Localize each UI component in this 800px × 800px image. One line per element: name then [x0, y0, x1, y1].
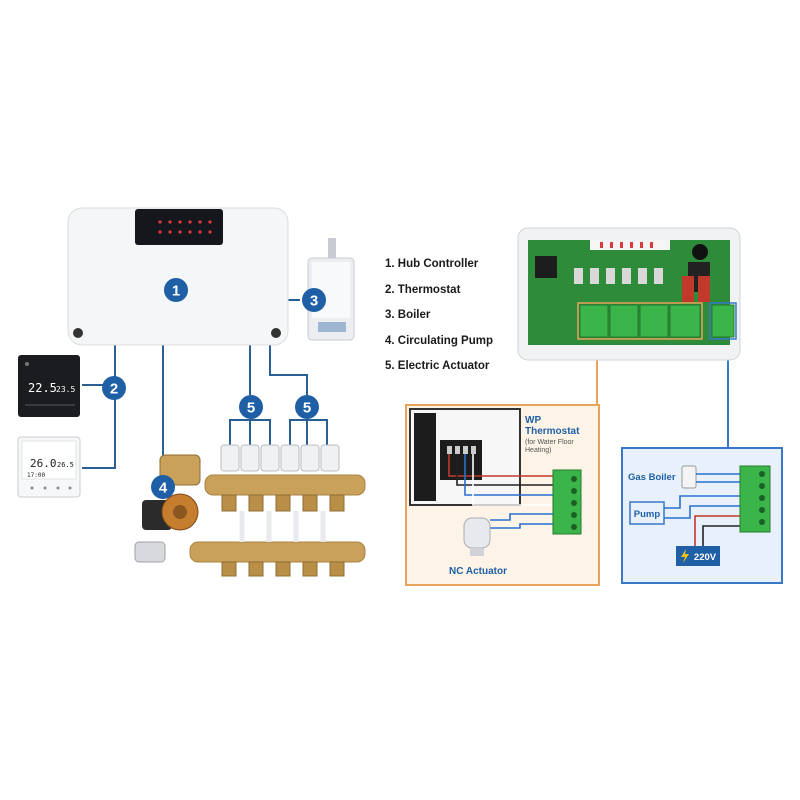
badge-hub: 1: [164, 278, 188, 302]
gas-terminal-block: [739, 465, 771, 533]
gas-boiler-wiring-panel: Gas Boiler Pump 220V: [621, 447, 783, 584]
pcb-terminal-blocks: [579, 304, 735, 338]
black-thermostat-temp: 22.5: [28, 381, 57, 395]
black-thermostat-setpoint: 23.5: [56, 385, 75, 394]
white-thermostat-time: 17:00: [27, 472, 45, 479]
power-label: 220V: [694, 552, 717, 563]
power-badge: 220V: [676, 546, 720, 566]
badge-actuator-a: 5: [239, 395, 263, 419]
legend-item-circulating-pump: 4. Circulating Pump: [385, 334, 493, 347]
component-legend: 1. Hub Controller 2. Thermostat 3. Boile…: [385, 258, 493, 386]
circulating-pump: [134, 454, 201, 563]
svg-text:3: 3: [310, 293, 318, 310]
wp-title-line2: Thermostat: [525, 426, 580, 437]
wp-subtitle-line2: Heating): [525, 447, 551, 454]
badge-actuator-b: 5: [295, 395, 319, 419]
svg-text:5: 5: [303, 400, 311, 417]
white-thermostat-setpoint: 26.5: [57, 461, 74, 469]
hub-to-actuator-b-line: [269, 345, 308, 395]
svg-text:1: 1: [172, 283, 180, 300]
white-thermostat: 26.0 26.5 17:00: [17, 436, 81, 498]
legend-item-electric-actuator: 5. Electric Actuator: [385, 360, 490, 372]
badge-pump: 4: [151, 475, 175, 499]
hub-to-white-thermostat-line: [82, 385, 116, 469]
lightning-icon: [681, 549, 689, 563]
svg-text:5: 5: [247, 400, 255, 417]
pump-label: Pump: [634, 509, 661, 520]
badge-boiler: 3: [302, 288, 326, 312]
hub-controller: [67, 207, 289, 346]
legend-item-boiler: 3. Boiler: [385, 309, 431, 321]
legend-item-thermostat: 2. Thermostat: [385, 283, 461, 296]
floor-heating-manifold: [189, 444, 366, 577]
white-thermostat-temp: 26.0: [30, 457, 57, 470]
nc-actuator-label: NC Actuator: [449, 566, 507, 577]
connection-lines: [82, 299, 729, 478]
badge-thermostat: 2: [102, 376, 126, 400]
actuator-a-branches: [229, 419, 271, 445]
hub-status-leds: [158, 220, 212, 234]
gas-boiler-label: Gas Boiler: [628, 472, 676, 483]
svg-text:4: 4: [159, 480, 168, 497]
actuator-b-branches: [289, 419, 328, 445]
nc-actuator-icon: [463, 517, 491, 556]
wp-thermostat-wiring-panel: WP Thermostat (for Water Floor Heating) …: [405, 404, 600, 586]
wp-subtitle-line1: (for Water Floor: [525, 439, 574, 446]
hub-controller-pcb: [517, 227, 741, 361]
wp-terminal-block: [552, 469, 582, 535]
electric-actuators: [220, 444, 340, 472]
legend-item-hub-controller: 1. Hub Controller: [385, 258, 479, 270]
wp-title-line1: WP: [525, 415, 541, 426]
black-thermostat: 22.5 23.5: [18, 355, 80, 417]
svg-text:2: 2: [110, 381, 118, 398]
